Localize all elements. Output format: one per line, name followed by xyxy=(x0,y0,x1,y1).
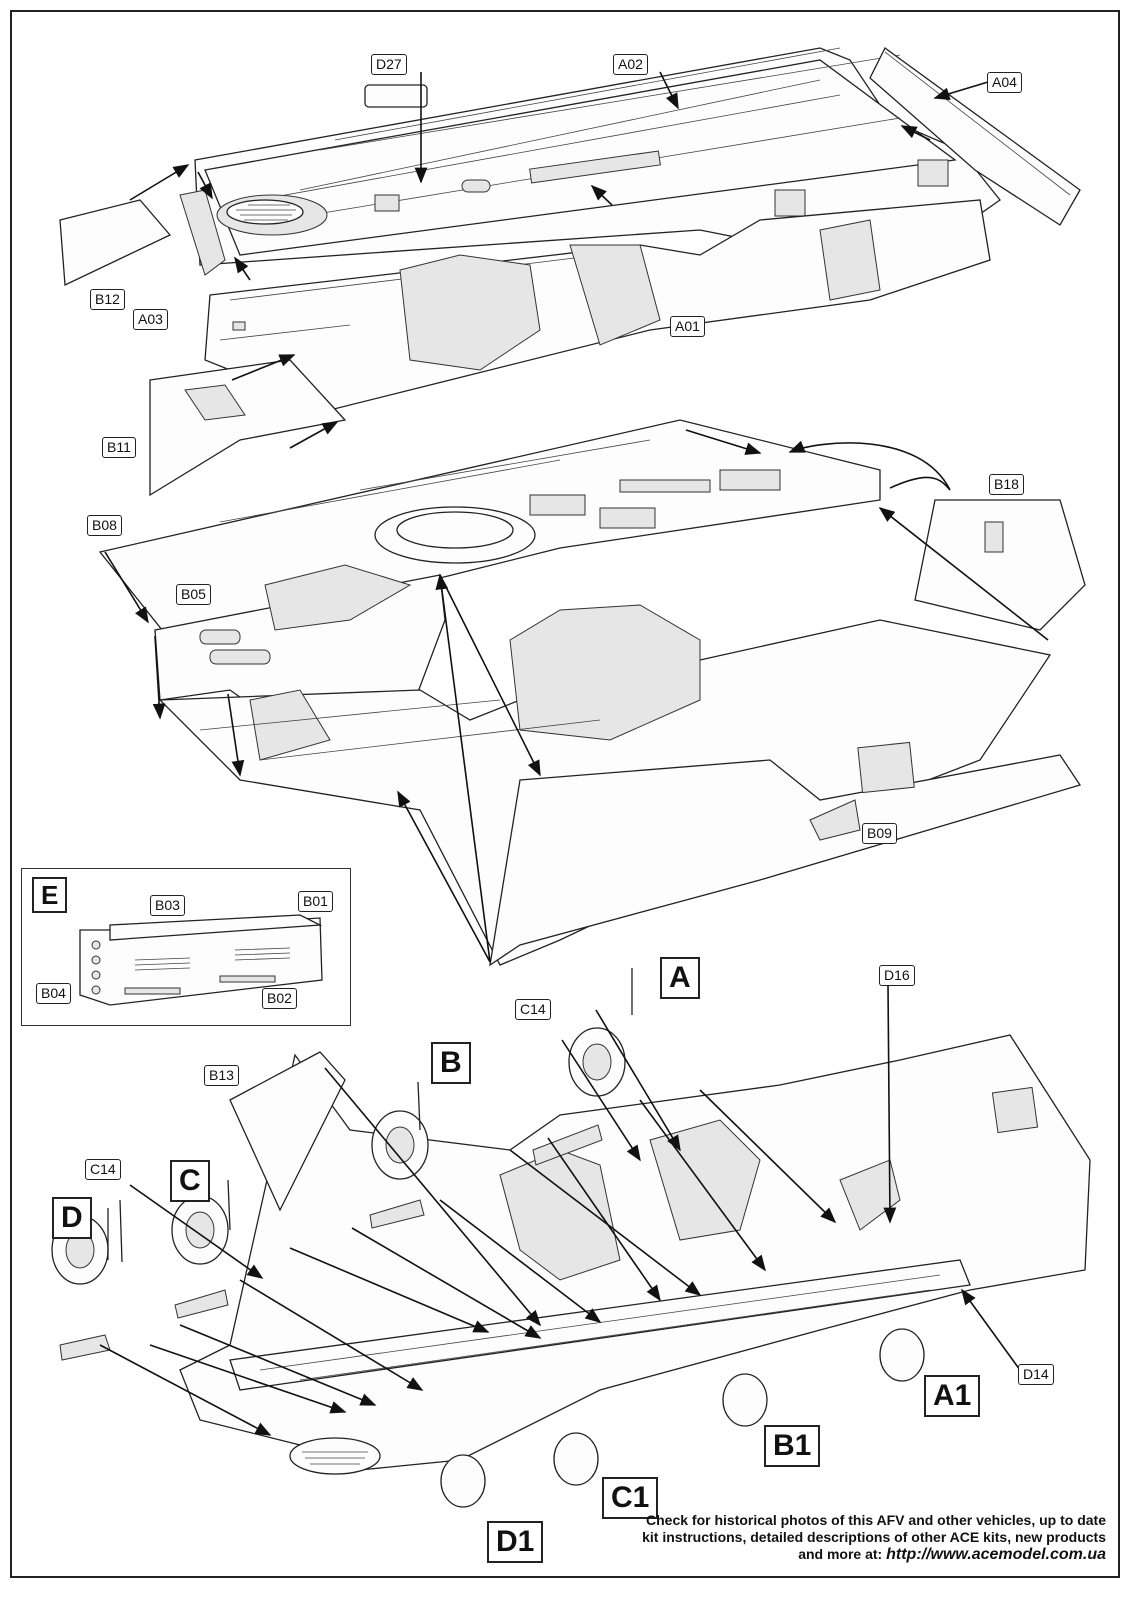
label-d14: D14 xyxy=(1018,1364,1054,1385)
assembly-label-b1: B1 xyxy=(764,1425,821,1467)
label-b08: B08 xyxy=(87,515,122,536)
assembly-label-b: B xyxy=(431,1042,471,1084)
label-a04: A04 xyxy=(987,72,1022,93)
lower-hull-frame-a01 xyxy=(204,199,991,411)
footer-line-3-prefix: and more at: xyxy=(798,1546,887,1562)
label-a02: A02 xyxy=(613,54,648,75)
label-b01: B01 xyxy=(298,891,333,912)
label-d16: D16 xyxy=(879,965,915,986)
label-c14-a: C14 xyxy=(515,999,551,1020)
label-c14-c: C14 xyxy=(85,1159,121,1180)
footer-line-2: kit instructions, detailed descriptions … xyxy=(642,1529,1106,1545)
front-plate-b12 xyxy=(59,199,172,286)
assembly-label-d: D xyxy=(52,1197,92,1239)
footer-line-3: and more at: http://www.acemodel.com.ua xyxy=(586,1546,1106,1563)
label-b12: B12 xyxy=(90,289,125,310)
inset-e-box: E xyxy=(21,868,351,1026)
footer-note: Check for historical photos of this AFV … xyxy=(586,1512,1106,1563)
assembly-label-a: A xyxy=(660,957,700,999)
footer-line-1: Check for historical photos of this AFV … xyxy=(646,1512,1106,1528)
label-b05: B05 xyxy=(176,584,211,605)
label-b13: B13 xyxy=(204,1065,239,1086)
assembly-arrows xyxy=(99,71,1049,1436)
page-frame xyxy=(10,10,1120,1578)
label-a03: A03 xyxy=(133,309,168,330)
label-b18: B18 xyxy=(989,474,1024,495)
assembly-label-a1: A1 xyxy=(924,1375,981,1417)
assembly-label-c: C xyxy=(170,1160,210,1202)
website-link[interactable]: http://www.acemodel.com.ua xyxy=(886,1546,1106,1563)
label-d27: D27 xyxy=(371,54,407,75)
label-b11: B11 xyxy=(102,437,136,458)
lower-hull-suspension xyxy=(51,968,1091,1508)
label-b02: B02 xyxy=(262,988,297,1009)
upper-hull-deck xyxy=(194,47,1001,271)
label-b09: B09 xyxy=(862,823,897,844)
label-b04: B04 xyxy=(36,983,71,1004)
lower-hull-body xyxy=(98,419,1086,967)
assembly-label-d1: D1 xyxy=(487,1521,544,1563)
rear-plate-a04 xyxy=(869,47,1081,226)
assembly-label-c1: C1 xyxy=(602,1477,659,1519)
label-b03: B03 xyxy=(150,895,185,916)
inset-e-plate xyxy=(79,914,323,1006)
label-a01: A01 xyxy=(670,316,705,337)
assembly-label-e: E xyxy=(32,877,68,913)
